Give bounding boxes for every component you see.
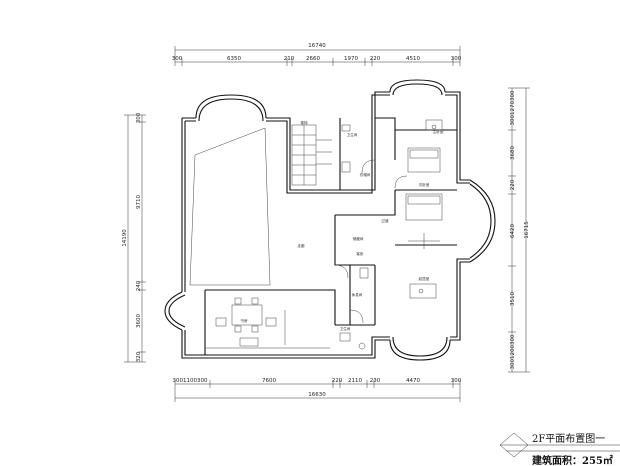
left-dim-1: 300 — [136, 112, 142, 123]
room-label-bedroom1: 主卧室 — [433, 129, 444, 134]
exterior-walls — [164, 79, 496, 361]
top-dim-6: 220 — [370, 56, 381, 62]
room-label-store: 储藏间 — [353, 236, 364, 241]
bottom-dim-5: 230 — [370, 378, 381, 384]
room-label-stair: 楼梯 — [300, 120, 308, 125]
room-label-wc2: 卫生间 — [340, 326, 351, 331]
right-dim-2: 3680 — [510, 146, 516, 160]
left-dim-3: 240 — [136, 280, 142, 291]
room-label-corridor: 过道 — [381, 218, 389, 223]
room-label-bedroom2: 次卧室 — [419, 182, 430, 187]
room-label-hall: 走廊 — [297, 243, 305, 248]
bottom-dim-3: 220 — [332, 378, 343, 384]
bottom-dim-4: 2110 — [348, 378, 362, 384]
left-dim-4: 3600 — [136, 314, 142, 328]
top-dim-1: 300 — [172, 56, 183, 62]
bottom-dim-6: 4470 — [406, 378, 420, 384]
left-dimensions: 14190 300 9710 240 3600 320 — [122, 112, 146, 363]
top-dim-5: 1970 — [344, 56, 358, 62]
room-label-guest: 客卧 — [356, 251, 364, 256]
top-dimensions: 16740 300 6350 210 2660 1970 220 4510 30… — [172, 43, 462, 66]
staircase — [291, 124, 332, 186]
room-label-study: 书房 — [240, 318, 248, 323]
furniture — [205, 119, 443, 350]
bottom-dim-7: 300 — [451, 378, 462, 384]
drawing-area: 建筑面积：255㎡ — [531, 454, 613, 466]
right-dimensions: 3001270300 3680 220 6420 3510 3001200300… — [508, 87, 530, 373]
left-dim-2: 9710 — [136, 195, 142, 209]
left-total-dim: 14190 — [122, 229, 128, 247]
bottom-dim-1: 3001100300 — [173, 378, 208, 384]
right-dim-4: 6420 — [510, 224, 516, 238]
title-block: 2F平面布置图一 建筑面积：255㎡ — [499, 432, 620, 466]
room-label-wc1: 卫生间 — [347, 132, 358, 137]
top-dim-7: 4510 — [406, 56, 420, 62]
bottom-dimensions: 3001100300 7600 220 2110 230 4470 300 16… — [173, 378, 462, 402]
room-label-living: 起居室 — [419, 276, 430, 281]
right-dim-5: 3510 — [510, 292, 516, 306]
left-dim-5: 320 — [136, 351, 142, 362]
drawing-title: 2F平面布置图一 — [532, 433, 605, 445]
right-dim-1: 3001270300 — [510, 90, 516, 125]
room-label-cloak: 衣帽间 — [360, 172, 371, 177]
right-total-dim: 16715 — [524, 221, 530, 239]
top-dim-3: 210 — [284, 56, 295, 62]
bottom-dim-2: 7600 — [262, 378, 276, 384]
right-dim-6: 3001200300 — [510, 334, 516, 369]
open-void — [189, 127, 271, 286]
bottom-total-dim: 16630 — [308, 392, 326, 398]
top-dim-4: 2660 — [306, 56, 320, 62]
top-total-dim: 16740 — [308, 43, 326, 49]
top-dim-2: 6350 — [227, 56, 241, 62]
top-dim-8: 300 — [451, 56, 462, 62]
right-dim-3: 220 — [510, 179, 516, 190]
room-labels: 走廊 书房 卫生间 卫生间 主卧室 次卧室 衣帽间 储藏间 起居室 过道 休息间… — [240, 120, 443, 331]
room-label-lobby: 休息间 — [352, 292, 363, 297]
